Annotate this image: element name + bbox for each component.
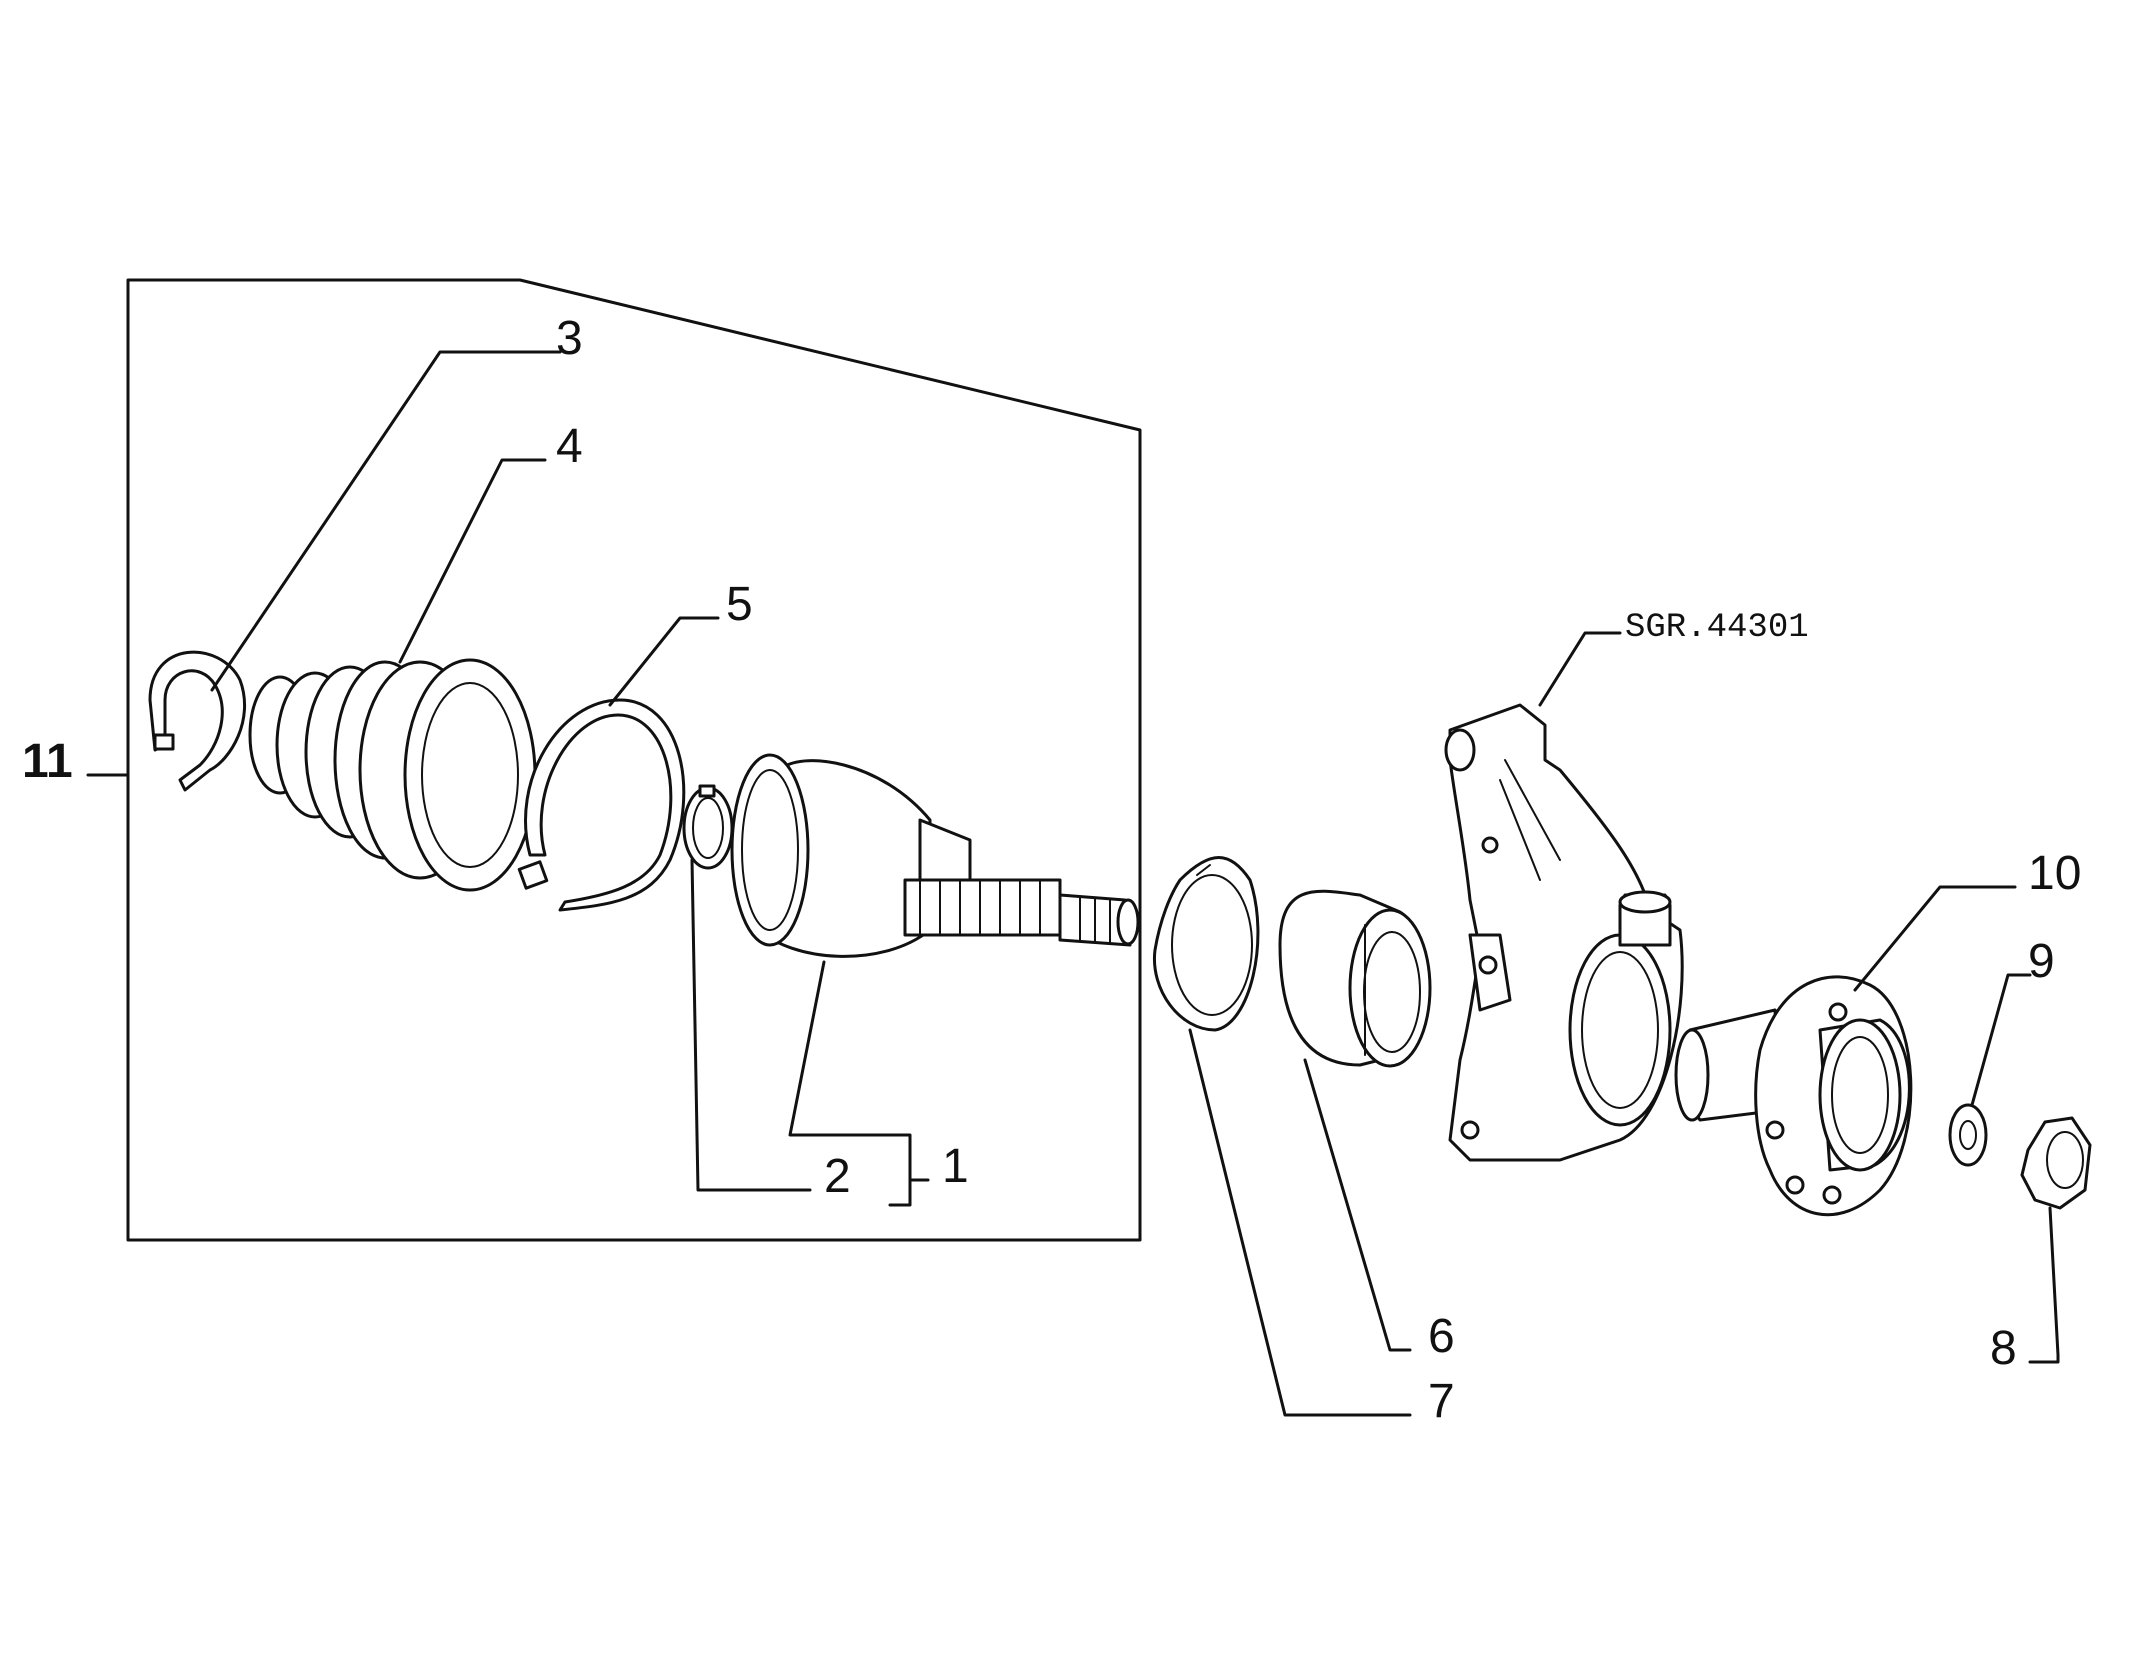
- cv-joint-boot: [248, 658, 537, 892]
- wheel-hub: [1674, 975, 1913, 1217]
- callout-9: 9: [2028, 935, 2055, 988]
- leader-7: [1188, 1028, 1412, 1417]
- kit-group-frame: [126, 278, 1142, 1242]
- large-boot-clamp: [517, 698, 686, 912]
- leader-3: [210, 350, 562, 692]
- callout-7: 7: [1428, 1375, 1455, 1428]
- callout-6: 6: [1428, 1310, 1455, 1363]
- callout-11: 11: [22, 735, 73, 788]
- leader-1-bracket: [788, 960, 912, 1207]
- callout-10: 10: [2028, 847, 2081, 900]
- leader-5: [608, 616, 720, 707]
- callout-4: 4: [556, 420, 583, 473]
- reference-code: SGR.44301: [1625, 609, 1809, 647]
- callout-5: 5: [726, 578, 753, 631]
- callout-3: 3: [556, 312, 583, 365]
- small-boot-clamp: [148, 650, 246, 792]
- leader-ref: [1538, 631, 1622, 707]
- outer-cv-joint: [730, 753, 1140, 958]
- leader-4: [398, 458, 547, 664]
- callout-8: 8: [1990, 1322, 2017, 1375]
- leader-9: [1970, 973, 2032, 1107]
- circlip: [682, 784, 734, 870]
- callout-2: 2: [824, 1150, 851, 1203]
- hub-nut: [2020, 1116, 2092, 1210]
- wheel-bearing: [1278, 889, 1432, 1068]
- leader-10: [1853, 885, 2017, 992]
- leader-2: [690, 858, 812, 1192]
- leader-8: [2028, 1206, 2060, 1364]
- washer: [1948, 1103, 1988, 1167]
- leader-6: [1303, 1058, 1412, 1352]
- snap-ring: [1152, 856, 1260, 1032]
- steering-knuckle: [1444, 703, 1684, 1162]
- callout-1: 1: [942, 1140, 969, 1193]
